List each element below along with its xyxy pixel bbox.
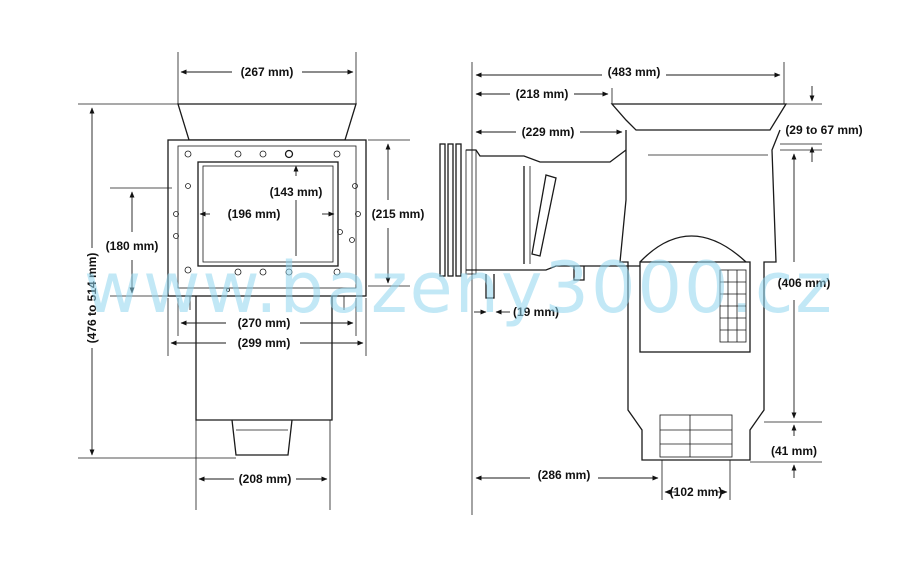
front-opening [197, 161, 339, 267]
basket-mesh [719, 269, 747, 343]
label-218: (218 mm) [516, 87, 569, 101]
side-throat-bottom [466, 265, 640, 271]
label-29-67: (29 to 67 mm) [785, 123, 862, 137]
label-102: (102 mm) [670, 485, 723, 499]
label-208: (208 mm) [239, 472, 292, 486]
basket-handle [639, 235, 747, 263]
label-299: (299 mm) [238, 336, 291, 350]
side-body [619, 129, 781, 461]
front-flange-inner [177, 145, 357, 289]
front-view: (267 mm) (143 mm) (196 mm) (180 mm) (215… [78, 52, 424, 510]
label-406: (406 mm) [778, 276, 831, 290]
label-270: (270 mm) [238, 316, 291, 330]
label-196: (196 mm) [228, 207, 281, 221]
label-215: (215 mm) [372, 207, 425, 221]
label-483: (483 mm) [608, 65, 661, 79]
wall-plate-1 [439, 143, 446, 277]
side-view: (483 mm) (218 mm) (229 mm) (29 to 67 mm)… [439, 62, 863, 515]
side-top-rim [610, 103, 788, 131]
front-body [195, 296, 333, 421]
side-throat-top [466, 149, 627, 163]
front-top-lip [177, 103, 357, 141]
front-outlet [231, 419, 293, 456]
wall-plate-3 [455, 143, 462, 277]
label-476-514: (476 to 514 mm) [85, 253, 99, 344]
flange-bolts [173, 149, 361, 292]
side-outlet [659, 414, 733, 458]
label-143: (143 mm) [270, 185, 323, 199]
label-19: (19 mm) [513, 305, 559, 319]
label-229: (229 mm) [522, 125, 575, 139]
label-267: (267 mm) [241, 65, 294, 79]
label-286: (286 mm) [538, 468, 591, 482]
label-41: (41 mm) [771, 444, 817, 458]
wall-plate-2 [447, 143, 454, 277]
label-180: (180 mm) [106, 239, 159, 253]
watermark: www.bazeny3000.cz [84, 247, 834, 329]
basket [639, 261, 751, 353]
weir-flap [531, 174, 557, 257]
